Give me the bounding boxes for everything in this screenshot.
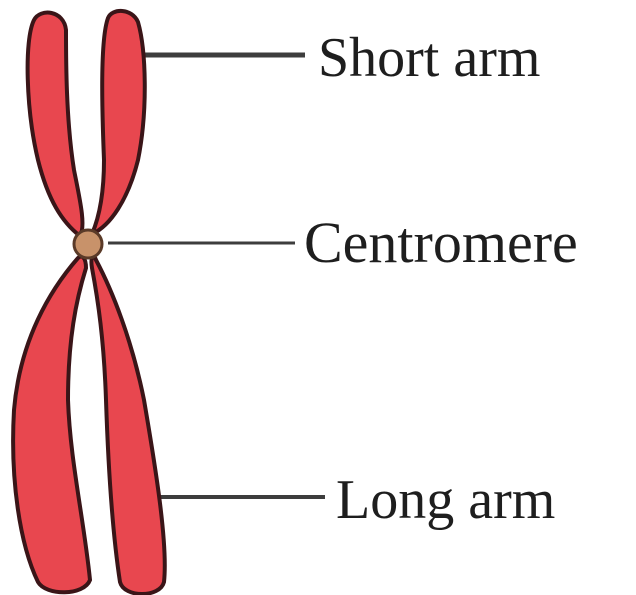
centromere-dot [74, 230, 102, 258]
short-arm-right-chromatid [92, 11, 145, 234]
short-arm-left-chromatid [28, 13, 83, 236]
long-arm-label: Long arm [336, 472, 555, 528]
long-arm-left-chromatid [13, 256, 90, 592]
short-arm-label: Short arm [318, 30, 540, 86]
centromere-label: Centromere [304, 214, 578, 272]
long-arm-right-chromatid [91, 257, 164, 594]
